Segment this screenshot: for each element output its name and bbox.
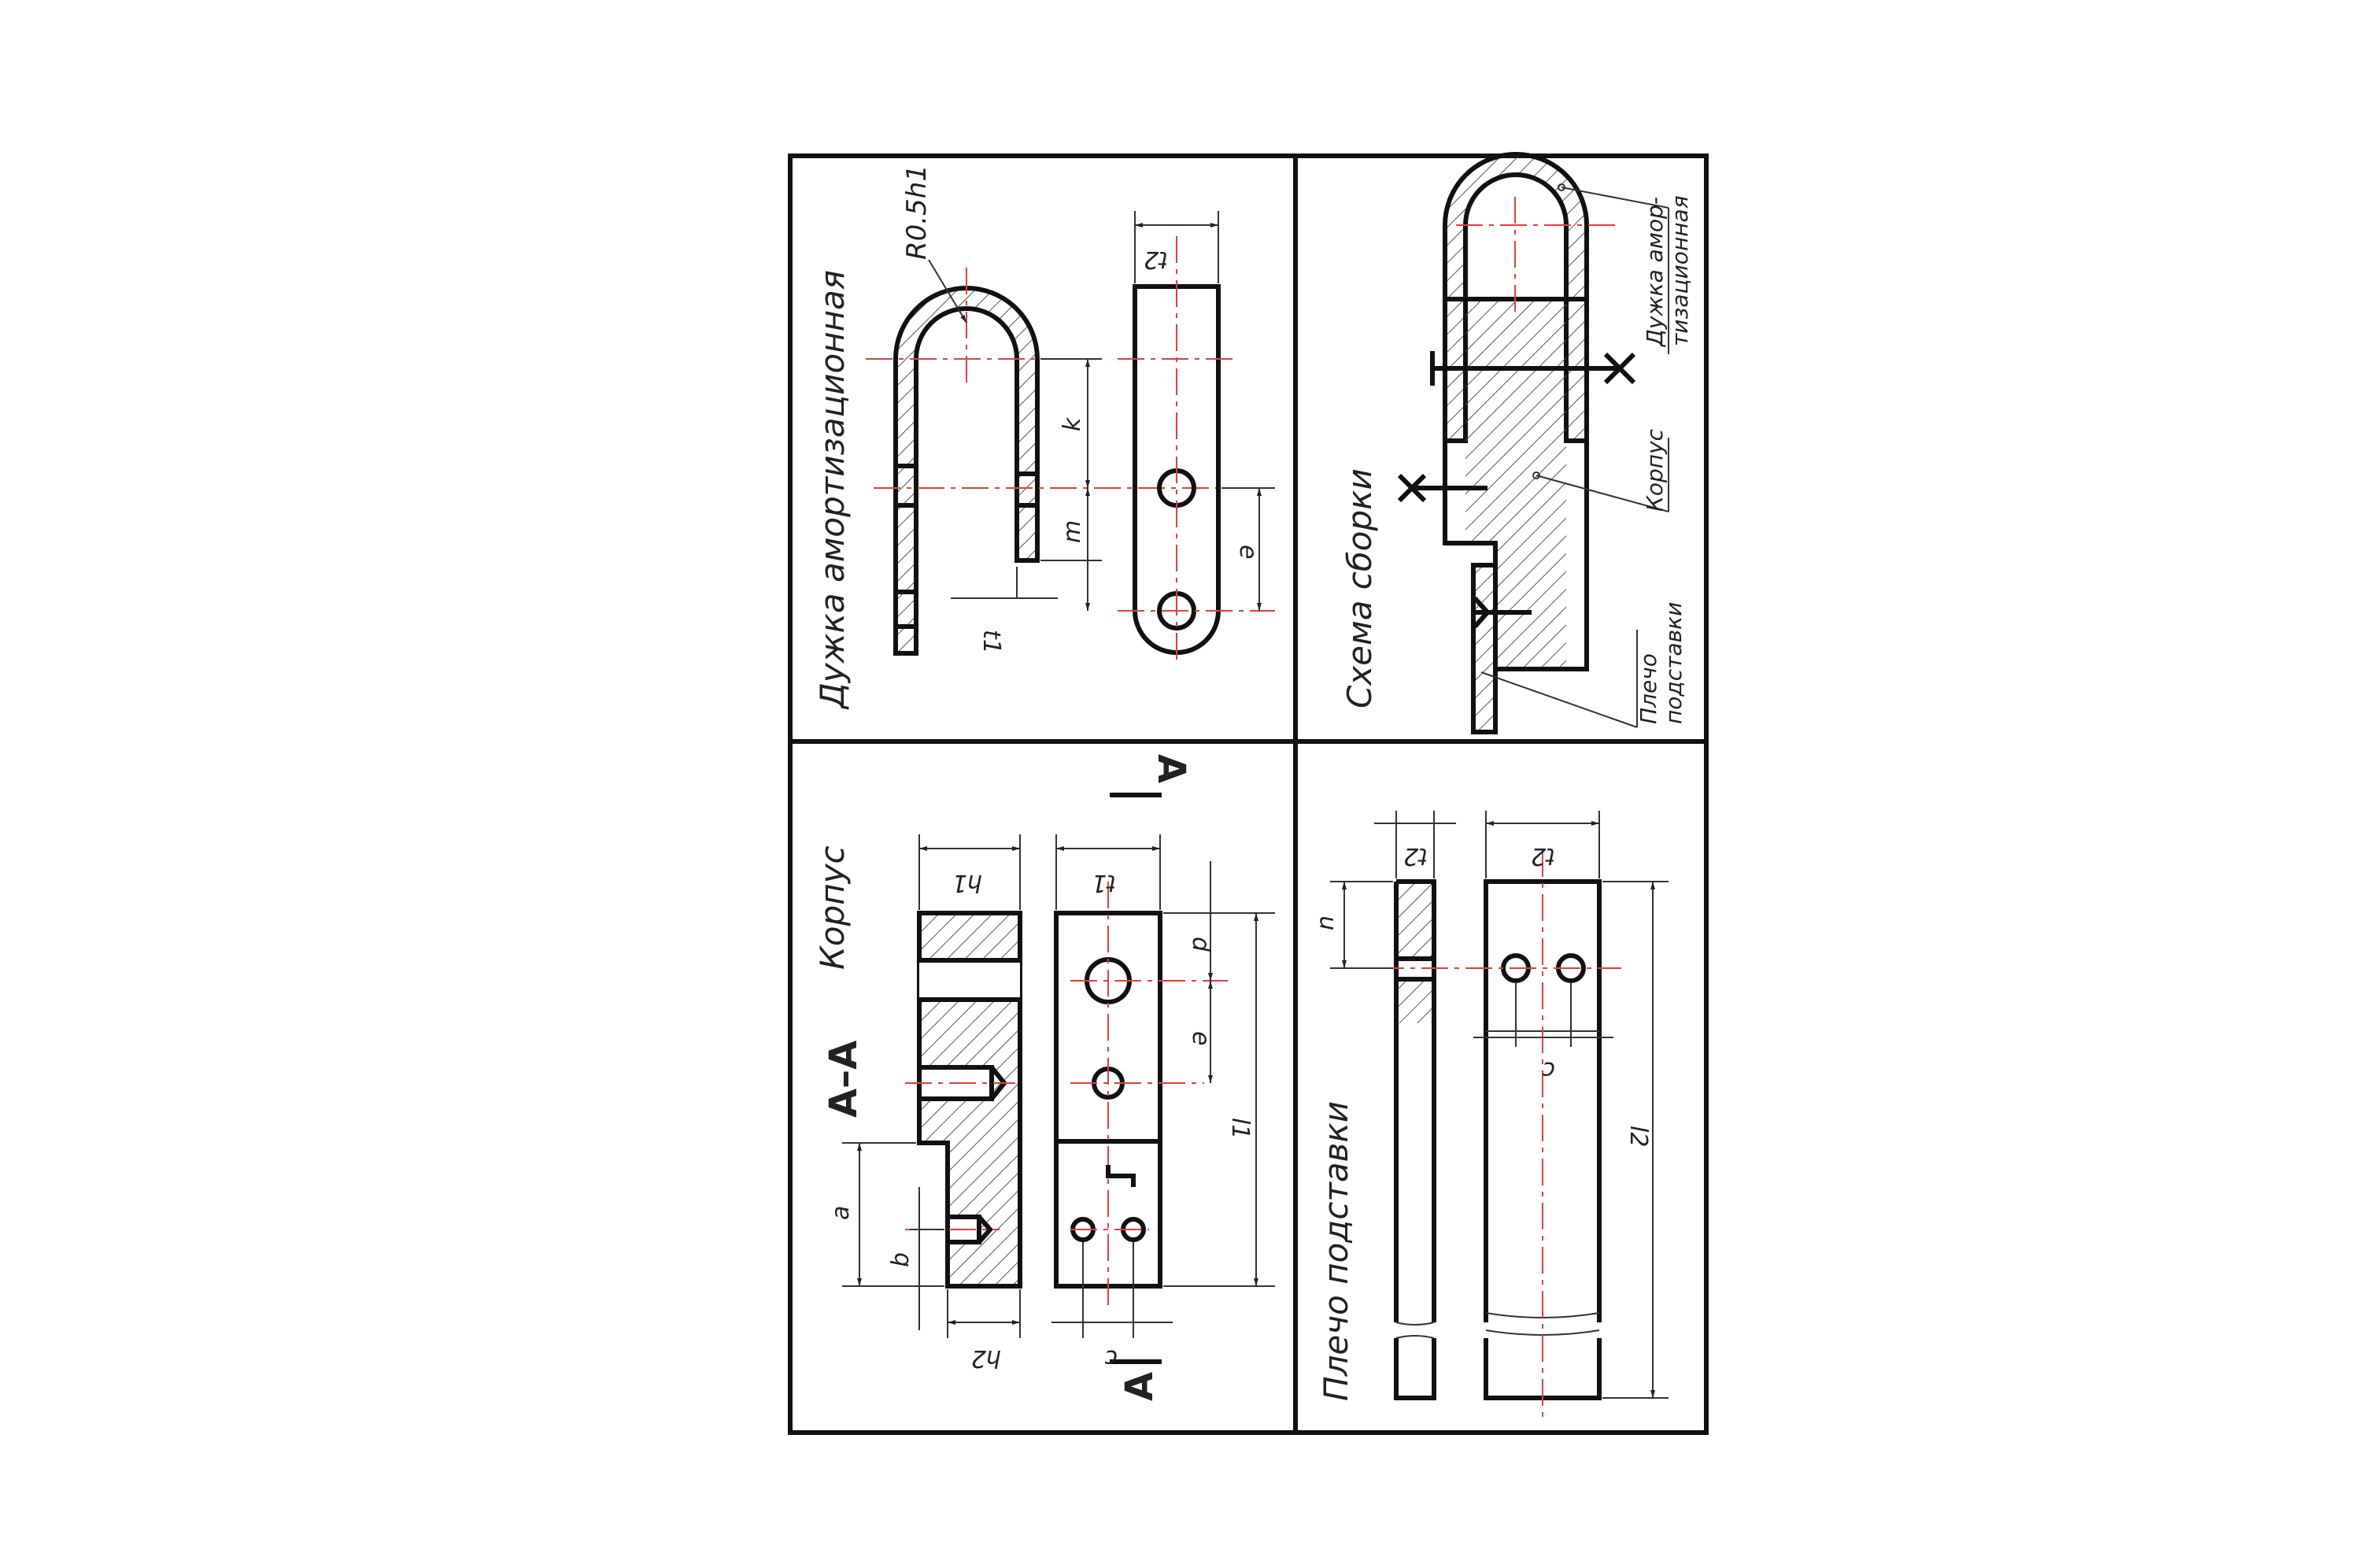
korpus-cut-top: А bbox=[1149, 754, 1193, 783]
plecho-dim-l2: l2 bbox=[1624, 1126, 1652, 1147]
korpus-dim-b: b bbox=[887, 1252, 915, 1267]
plecho-side-view bbox=[1394, 879, 1436, 1400]
plecho-front-view bbox=[1377, 850, 1621, 1417]
plecho-dim-n: n bbox=[1312, 915, 1340, 930]
dujka-dim-e: e bbox=[1234, 545, 1262, 559]
dujka-dim-m: m bbox=[1059, 520, 1086, 543]
dujka-dim-t1: t1 bbox=[978, 630, 1005, 654]
panel-korpus: Корпус А–А bbox=[813, 754, 1275, 1401]
plecho-dim-c: c bbox=[1542, 1056, 1555, 1084]
dujka-plate-view bbox=[1118, 236, 1275, 661]
korpus-dim-h2: h2 bbox=[971, 1344, 1001, 1372]
dujka-title: Дужка амортизационная bbox=[813, 270, 852, 710]
plecho-title: Плечо подставки bbox=[1317, 1101, 1355, 1401]
scheme-title: Схема сборки bbox=[1340, 468, 1379, 708]
panel-scheme: Схема сборки bbox=[1340, 152, 1693, 734]
dujka-u-clip bbox=[893, 286, 1040, 656]
korpus-dim-d: d bbox=[1187, 937, 1214, 952]
dujka-radius-label: R0.5h1 bbox=[901, 165, 933, 260]
korpus-dim-c: c bbox=[1104, 1344, 1118, 1372]
korpus-cut-markers bbox=[1110, 793, 1162, 1364]
korpus-front-view bbox=[1054, 882, 1228, 1307]
korpus-section-label: А–А bbox=[822, 1041, 866, 1118]
drawing-frame bbox=[788, 153, 1709, 1435]
panel-dujka: Дужка амортизационная R0.5h1 bbox=[813, 165, 1275, 710]
korpus-dim-l1: l1 bbox=[1226, 1118, 1254, 1139]
korpus-title: Корпус bbox=[813, 845, 852, 970]
korpus-dim-a: a bbox=[827, 1206, 855, 1220]
korpus-section-view bbox=[905, 911, 1022, 1289]
dujka-dim-k: k bbox=[1059, 416, 1086, 431]
dujka-dim-t2: t2 bbox=[1144, 246, 1168, 273]
scheme-leader-plecho: Плечо bbox=[1635, 653, 1661, 724]
panel-plecho: Плечо подставки t2 t2 bbox=[1312, 811, 1669, 1417]
scheme-leader-dujka: Дужка амор- bbox=[1642, 197, 1668, 348]
korpus-dim-e: e bbox=[1187, 1031, 1214, 1045]
scheme-leaders bbox=[1480, 183, 1669, 728]
scheme-leader-dujka-2: тизационная bbox=[1667, 195, 1693, 346]
scheme-leader-plecho-2: подставки bbox=[1661, 602, 1687, 724]
plecho-dim-t2-left: t2 bbox=[1403, 842, 1428, 870]
scheme-leader-korpus: Корпус bbox=[1642, 428, 1668, 512]
scheme-assembly bbox=[1397, 152, 1636, 734]
korpus-cut-bottom: А bbox=[1118, 1372, 1162, 1401]
plecho-dim-t2-right: t2 bbox=[1531, 842, 1555, 870]
korpus-dim-t1: t1 bbox=[1092, 869, 1116, 897]
korpus-dim-h1: h1 bbox=[952, 869, 982, 897]
